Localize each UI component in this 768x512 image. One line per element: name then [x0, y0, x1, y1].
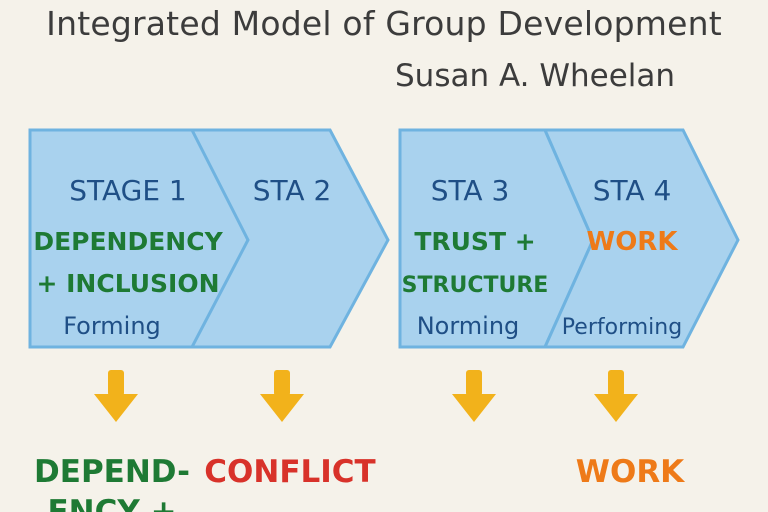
- down-arrow-icon: [260, 370, 304, 422]
- down-arrow-icon: [94, 370, 138, 422]
- stage-4-label: STA 4: [593, 174, 672, 207]
- stage-4-line1: WORK: [587, 227, 679, 257]
- stage-1-phase: Forming: [63, 312, 161, 340]
- stage-1-label: STAGE 1: [69, 174, 186, 207]
- stage-2-label: STA 2: [253, 174, 332, 207]
- down-arrow-icon: [594, 370, 638, 422]
- stage-3-line1: TRUST +: [414, 227, 535, 256]
- diagram-author: Susan A. Wheelan: [395, 58, 676, 94]
- stage-4-phase: Performing: [562, 315, 682, 340]
- down-arrow-icon: [452, 370, 496, 422]
- stage-3-label: STA 3: [431, 174, 510, 207]
- stage-3-phase: Norming: [417, 312, 520, 340]
- outcome-1-line2: ENCY +: [47, 494, 176, 512]
- stage-4-chevron: [542, 128, 740, 349]
- outcome-1-line1: DEPEND-: [34, 454, 190, 490]
- diagram-title: Integrated Model of Group Development: [46, 4, 722, 43]
- stage-1-line2: + INCLUSION: [36, 269, 219, 298]
- stage-3-line2: STRUCTURE: [402, 273, 549, 298]
- stage-1-line1: DEPENDENCY: [33, 227, 223, 256]
- stage-2-chevron: [189, 128, 390, 349]
- outcome-4-label: WORK: [576, 454, 685, 490]
- outcome-2-label: CONFLICT: [204, 454, 375, 490]
